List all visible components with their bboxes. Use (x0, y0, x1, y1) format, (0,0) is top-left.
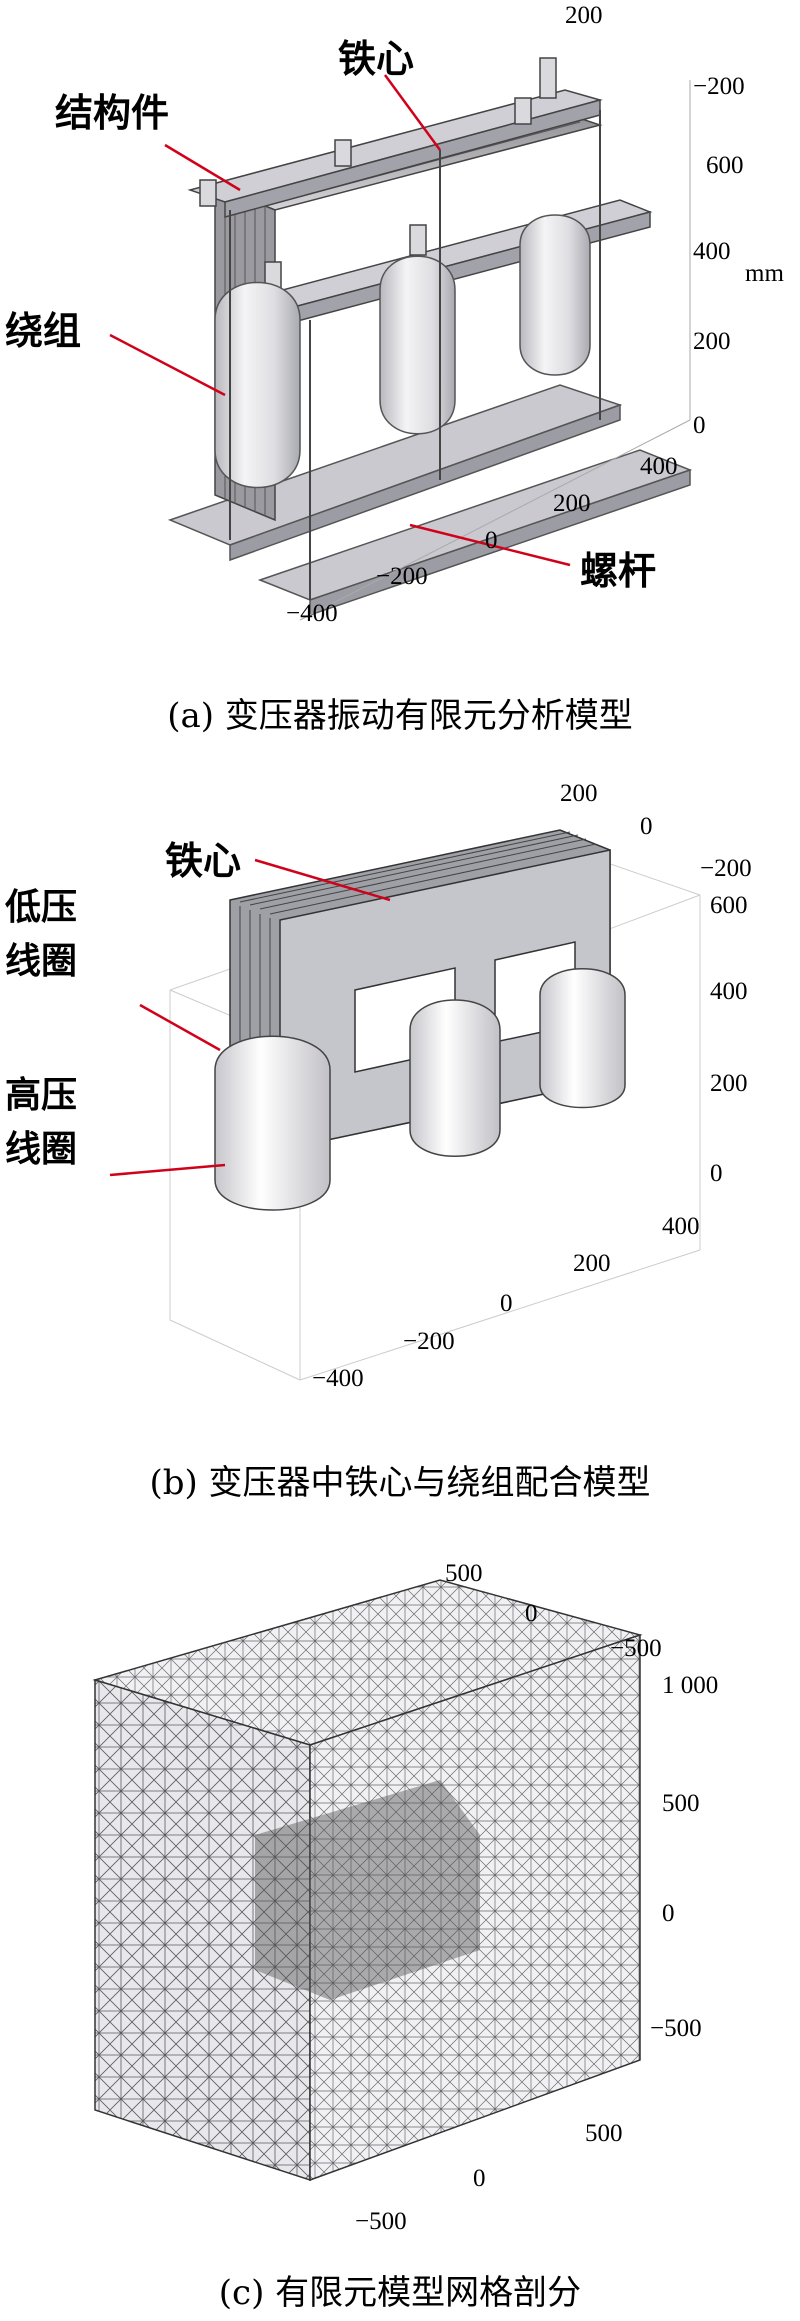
hv-coil-label: 高压 线圈 (5, 1074, 78, 1170)
tick-label: 600 (710, 892, 748, 919)
tick-label: 200 (693, 328, 731, 355)
panel-b: 铁心 低压 线圈 高压 线圈 200 0 −200 600 400 200 0 … (0, 780, 800, 1540)
winding-label: 绕组 (5, 308, 82, 353)
mesh-figure (92, 1579, 643, 2182)
tick-label: −200 (700, 855, 752, 882)
tick-label: 0 (485, 527, 498, 554)
lv-coil-label: 低压 线圈 (5, 886, 78, 982)
mesh-cube (92, 1579, 643, 2182)
axis-frame (299, 80, 691, 621)
tick-label: 400 (710, 978, 748, 1005)
tick-label: 0 (525, 1600, 538, 1627)
tick-label: 500 (585, 2120, 623, 2147)
caption-b: (b) 变压器中铁心与绕组配合模型 (149, 1463, 651, 1503)
tick-label: 0 (710, 1160, 723, 1187)
embedded-transformer (255, 1780, 480, 2000)
tick-label: 1 000 (662, 1672, 719, 1699)
tick-label: 200 (573, 1250, 611, 1277)
leader-line (109, 858, 391, 1177)
tick-label: −200 (693, 73, 745, 100)
leader-line (109, 74, 571, 567)
hv-coil (214, 968, 626, 1211)
tick-label: −500 (355, 2208, 407, 2235)
lifting-lug (199, 57, 557, 293)
winding (214, 214, 591, 489)
tick-label: 400 (662, 1213, 700, 1240)
tick-label: 0 (662, 1900, 675, 1927)
tick-label: 600 (706, 152, 744, 179)
structure-label: 结构件 (55, 90, 170, 135)
tie-bolt (229, 110, 601, 600)
tick-label: −200 (403, 1328, 455, 1355)
bottom-clamp-beam (167, 384, 693, 617)
tick-label: −400 (286, 600, 338, 627)
caption-c: (c) 有限元模型网格剖分 (218, 2273, 582, 2313)
transformer-assembly-figure (109, 57, 693, 621)
core-label: 铁心 (338, 36, 415, 81)
tick-label: 500 (662, 1790, 700, 1817)
tick-label: 400 (640, 453, 678, 480)
core-label: 铁心 (165, 838, 242, 883)
tick-label: 0 (500, 1290, 513, 1317)
caption-a: (a) 变压器振动有限元分析模型 (167, 696, 633, 736)
tick-label: 200 (553, 490, 591, 517)
tick-label: 200 (565, 2, 603, 29)
tick-label: 500 (445, 1560, 483, 1587)
panel-c: 500 0 −500 1 000 500 0 −500 500 0 −500 (… (0, 1560, 800, 2321)
tick-label: −400 (312, 1365, 364, 1392)
tick-label: 200 (560, 780, 598, 807)
unit-label: mm (745, 260, 784, 287)
tick-label: −500 (610, 1635, 662, 1662)
tick-label: 200 (710, 1070, 748, 1097)
bolt-label: 螺杆 (580, 548, 657, 593)
core-winding-figure (109, 829, 701, 1381)
tick-label: 0 (473, 2165, 486, 2192)
tick-label: 400 (693, 238, 731, 265)
tick-label: −200 (376, 563, 428, 590)
tick-label: −500 (650, 2015, 702, 2042)
tick-label: 0 (640, 813, 653, 840)
panel-a: 铁心 结构件 绕组 螺杆 mm 200 −200 600 400 200 0 4… (0, 0, 800, 760)
tick-label: 0 (693, 412, 706, 439)
